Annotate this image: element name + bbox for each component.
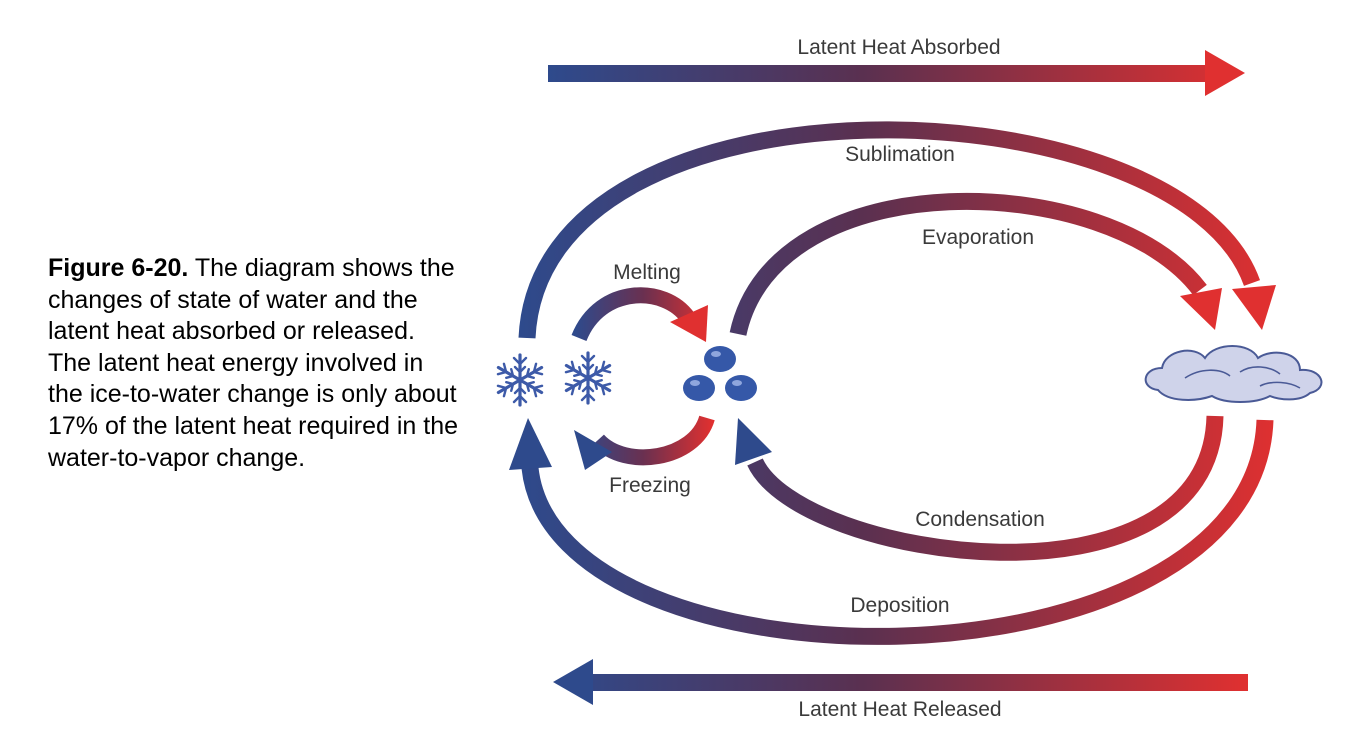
evaporation-arrow	[729, 192, 1222, 336]
condensation-arrow	[735, 415, 1224, 561]
snowflake-icon	[564, 351, 612, 405]
freezing-arrow	[574, 415, 715, 470]
snowflake-icon	[496, 353, 544, 407]
caption-text: The diagram shows the changes of state o…	[48, 254, 459, 472]
condensation-label: Condensation	[915, 508, 1045, 531]
evaporation-label: Evaporation	[922, 226, 1034, 249]
latent-heat-released-arrow	[553, 659, 1248, 705]
melting-label: Melting	[613, 261, 681, 284]
latent-heat-absorbed-label: Latent Heat Absorbed	[797, 36, 1000, 59]
sublimation-label: Sublimation	[845, 143, 955, 166]
cloud-icon	[1144, 345, 1323, 403]
deposition-label: Deposition	[850, 594, 949, 617]
latent-heat-absorbed-arrow	[548, 50, 1245, 96]
figure-caption: Figure 6-20. The diagram shows the chang…	[48, 253, 458, 474]
latent-heat-released-label: Latent Heat Released	[798, 698, 1001, 721]
freezing-label: Freezing	[609, 474, 691, 497]
deposition-arrow	[509, 418, 1274, 645]
melting-arrow	[571, 287, 708, 342]
water-droplets-icon	[683, 346, 757, 401]
sublimation-arrow	[518, 121, 1276, 339]
figure-label: Figure 6-20.	[48, 254, 189, 282]
